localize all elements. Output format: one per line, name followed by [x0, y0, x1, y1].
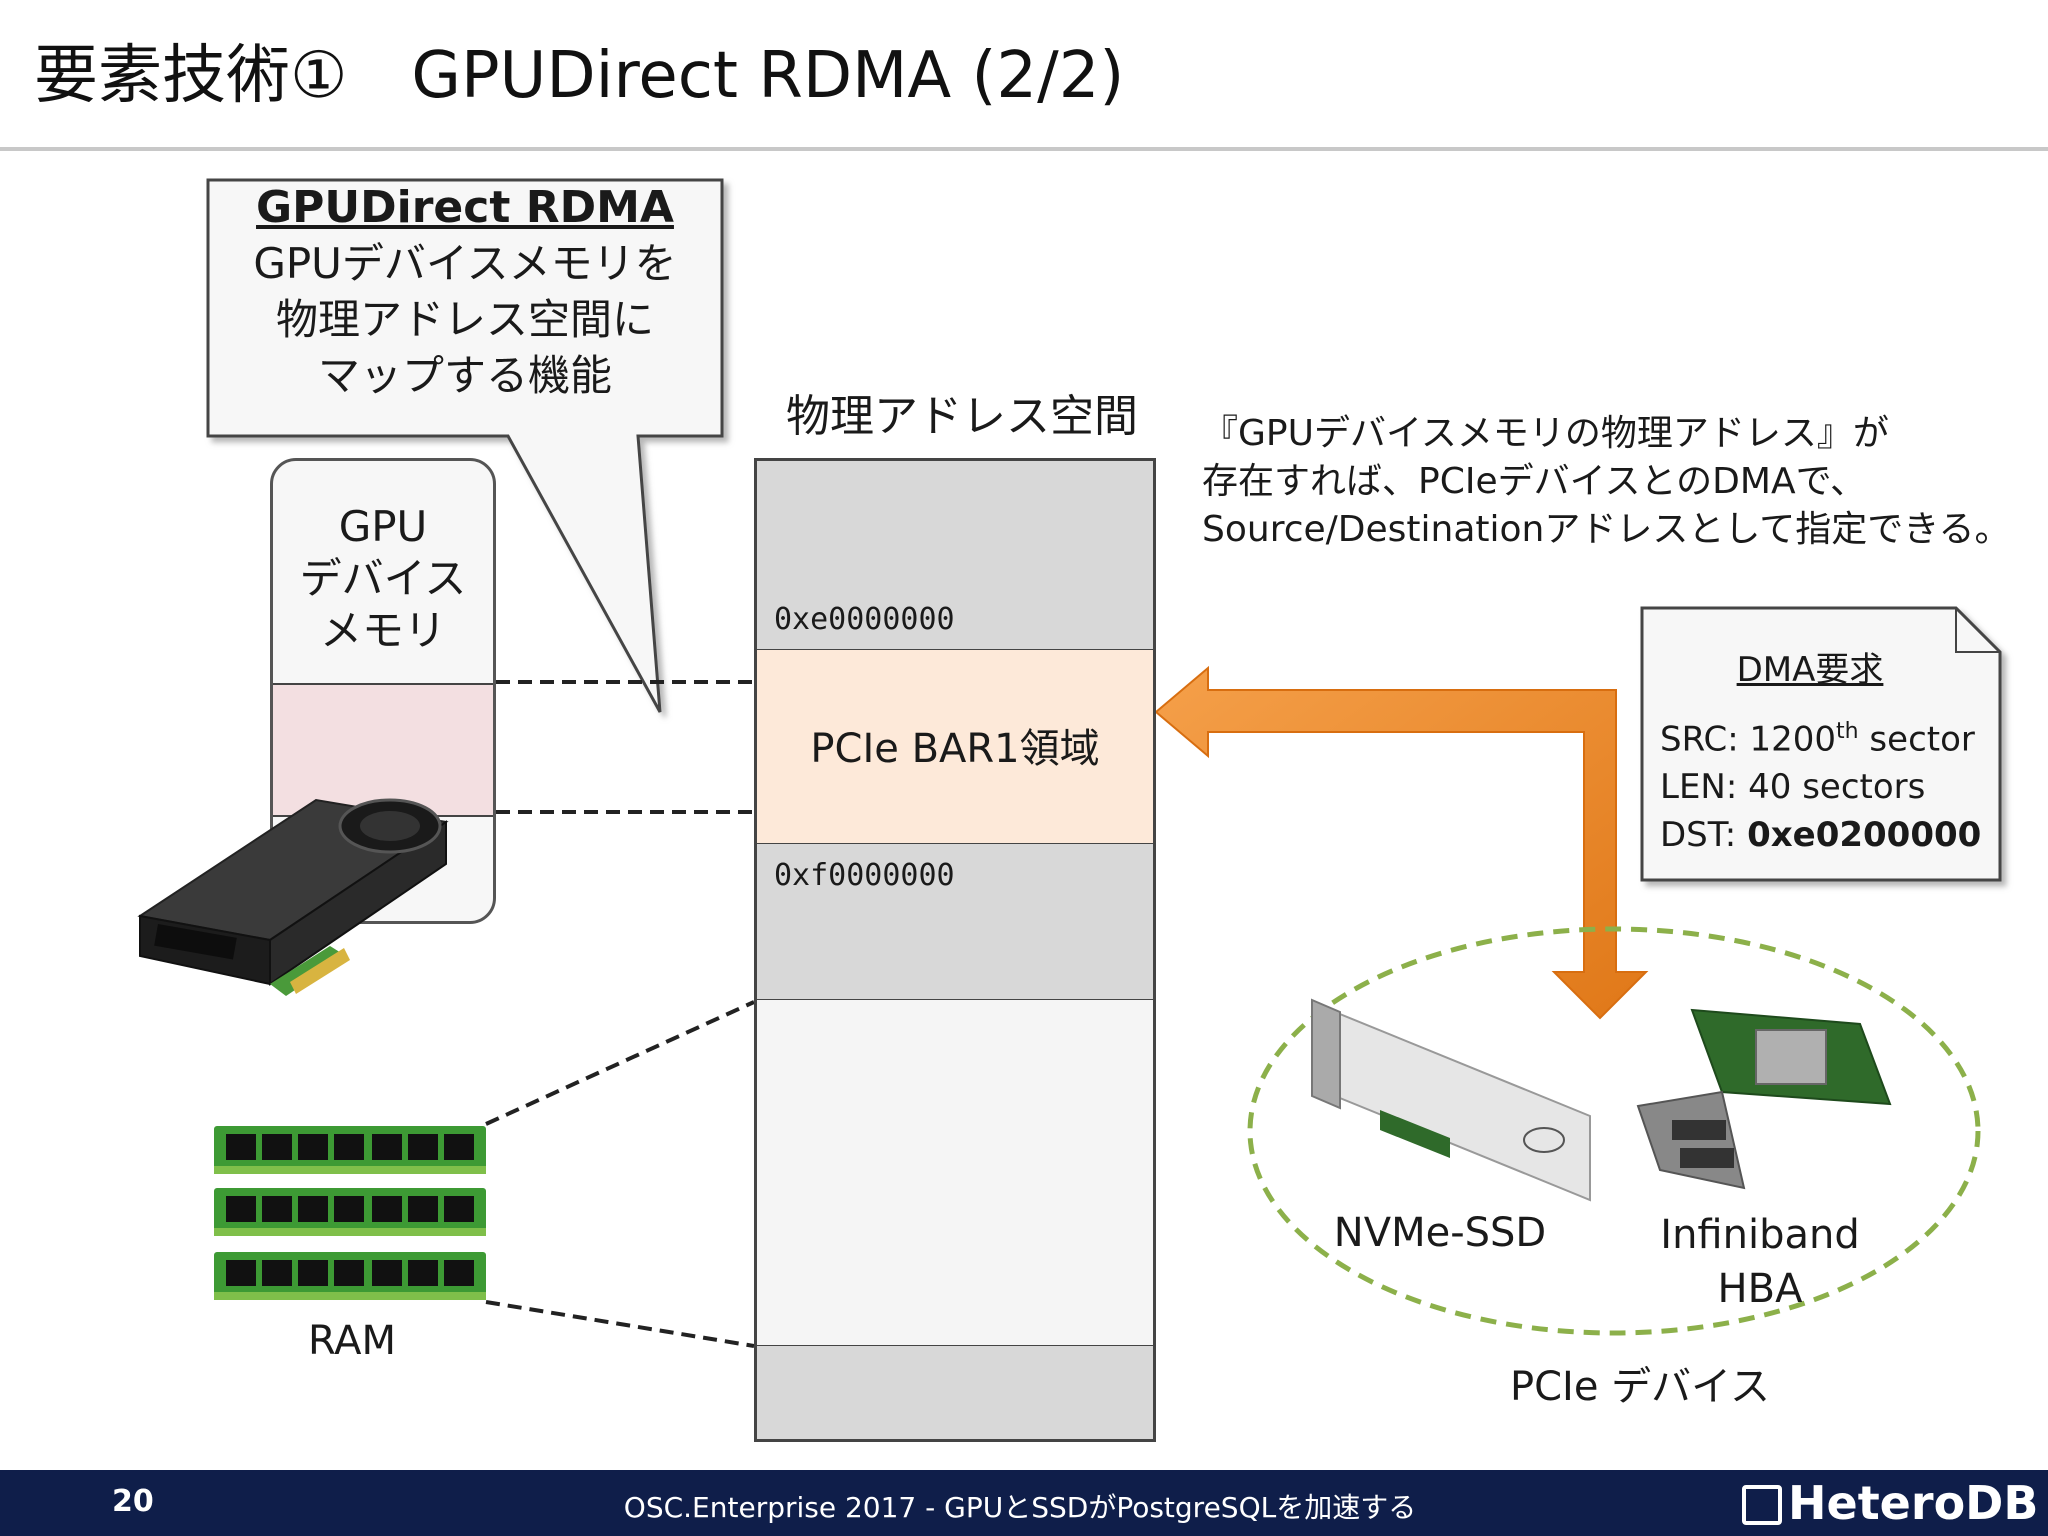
ram-segment: [754, 1000, 1156, 1348]
callout-line: マップする機能: [317, 351, 612, 400]
nvme-ssd-icon: [1311, 998, 1591, 1202]
gpu-memory-label-line: GPU: [338, 502, 428, 551]
gpu-card-icon: [137, 798, 449, 996]
callout-text: GPUDirect RDMA GPUデバイスメモリを 物理アドレス空間に マップ…: [208, 180, 722, 404]
dma-request-text: DMA要求 SRC: 1200th sector LEN: 40 sectors…: [1660, 646, 1990, 859]
address-label-e0000000: 0xe0000000: [774, 602, 955, 637]
description-line: 存在すれば、PCIeデバイスとのDMAで、: [1202, 461, 1867, 502]
dma-dst: DST: 0xe0200000: [1660, 811, 1990, 859]
dma-arrow: [1154, 665, 1649, 1020]
callout-line: 物理アドレス空間に: [275, 295, 654, 344]
slide-title: 要素技術① GPUDirect RDMA (2/2): [34, 39, 1125, 113]
footer-bar: [0, 1470, 2048, 1536]
dma-dst-label: DST:: [1660, 815, 1748, 856]
dma-src-prefix: SRC: 1200: [1660, 719, 1837, 760]
infiniband-hba-icon: [1636, 1008, 1892, 1190]
pcie-bar1-label: PCIe BAR1領域: [810, 726, 1100, 772]
callout-line: GPUデバイスメモリを: [253, 239, 677, 288]
dma-dst-value: 0xe0200000: [1747, 815, 1982, 856]
pcie-bar1-segment: [754, 650, 1156, 846]
gpu-memory-label-line: メモリ: [319, 606, 446, 655]
logo-text: HeteroDB: [1788, 1476, 2039, 1530]
infiniband-hba-label: Infiniband HBA: [1640, 1208, 1880, 1316]
ram-label: RAM: [307, 1318, 397, 1364]
infiniband-label-line: HBA: [1717, 1266, 1803, 1312]
dma-request-heading: DMA要求: [1736, 650, 1884, 690]
speech-callout: [206, 178, 724, 713]
pcie-devices-label: PCIe デバイス: [1510, 1364, 1770, 1410]
pcie-device-ellipse: [1247, 926, 1981, 1336]
address-label-f0000000: 0xf0000000: [774, 858, 955, 893]
logo-mark-icon: [1742, 1485, 1782, 1525]
infiniband-label-line: Infiniband: [1660, 1212, 1860, 1258]
dma-src-sup: th: [1836, 719, 1859, 744]
dma-src-suffix: sector: [1858, 719, 1975, 760]
callout-heading: GPUDirect RDMA: [256, 182, 674, 233]
address-segment-upper: [754, 458, 1156, 652]
description-text: 『GPUデバイスメモリの物理アドレス』が 存在すれば、PCIeデバイスとのDMA…: [1202, 410, 2022, 554]
page-number: 20: [112, 1484, 154, 1519]
nvme-ssd-label: NVMe-SSD: [1333, 1210, 1547, 1256]
dma-src: SRC: 1200th sector: [1660, 708, 1990, 763]
address-segment-lower: [754, 1346, 1156, 1442]
gpu-device-memory-label: GPU デバイス メモリ: [273, 501, 493, 657]
mapping-lines: [485, 680, 755, 1348]
gpu-memory-label-line: デバイス: [299, 554, 467, 603]
ram-icon: [214, 1126, 486, 1300]
heterodb-logo: HeteroDB: [1742, 1476, 2038, 1530]
description-line: 『GPUデバイスメモリの物理アドレス』が: [1202, 413, 1889, 454]
footer-caption: OSC.Enterprise 2017 - GPUとSSDがPostgreSQL…: [623, 1491, 1417, 1524]
dma-len: LEN: 40 sectors: [1660, 767, 1926, 808]
dma-request-doc: [1640, 606, 2002, 882]
description-line: Source/Destinationアドレスとして指定できる。: [1202, 509, 2011, 550]
address-space-title: 物理アドレス空間: [786, 391, 1138, 442]
title-divider: [0, 147, 2048, 151]
